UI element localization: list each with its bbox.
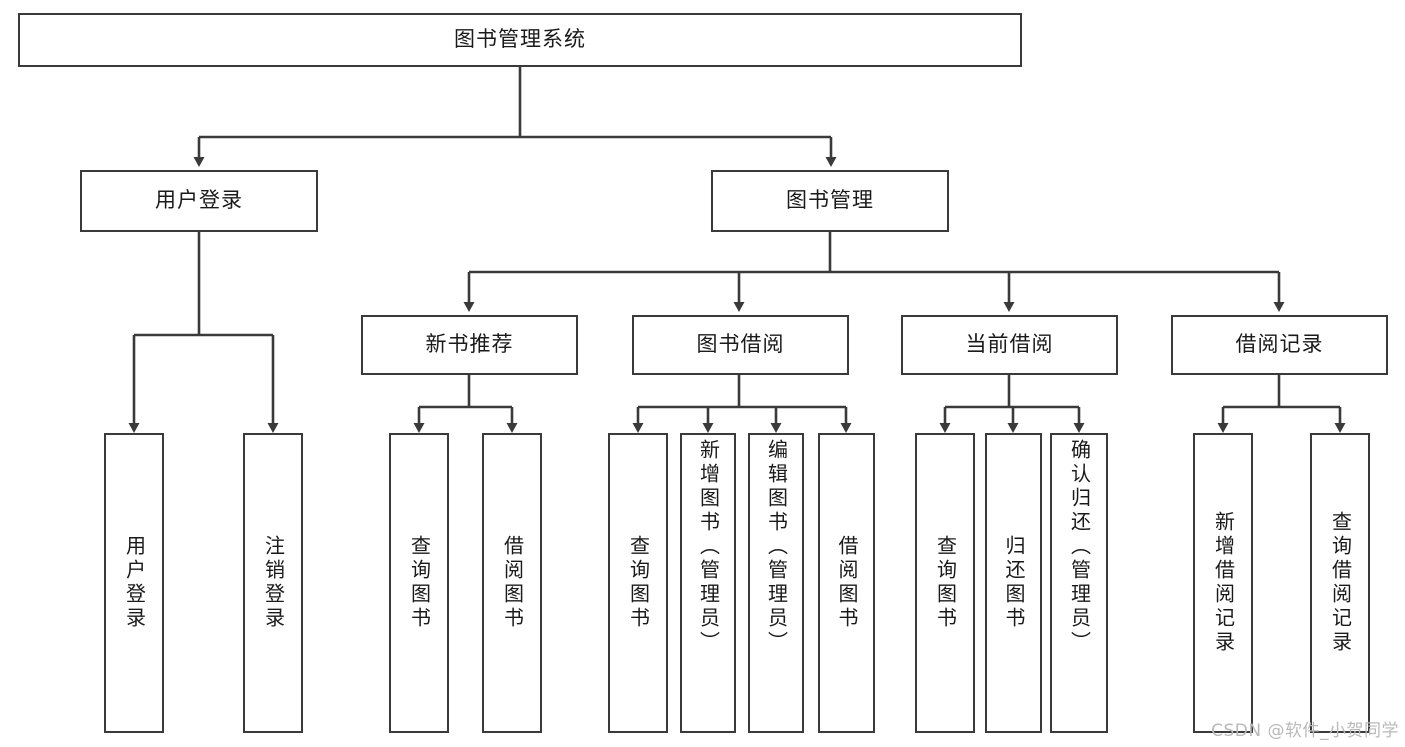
node-label: 注销登录 (261, 535, 286, 631)
node-book-management[interactable]: 图书管理 (711, 170, 949, 232)
node-label: 图书借阅 (696, 332, 785, 357)
leaf-book-borrow-edit[interactable]: 编辑图书（管理员） (748, 433, 804, 733)
leaf-new-book-query[interactable]: 查询图书 (389, 433, 449, 733)
node-label: 用户登录 (122, 535, 147, 631)
leaf-current-borrow-confirm-return[interactable]: 确认归还（管理员） (1050, 433, 1108, 733)
node-label: 新增借阅记录 (1211, 511, 1236, 655)
node-label: 当前借阅 (965, 332, 1054, 357)
leaf-book-borrow-add[interactable]: 新增图书（管理员） (680, 433, 736, 733)
node-label: 借阅图书 (500, 535, 525, 631)
node-user-login[interactable]: 用户登录 (80, 170, 318, 232)
node-label: 图书管理 (786, 188, 874, 213)
node-label: 查询图书 (407, 535, 432, 631)
node-label: 查询图书 (933, 535, 958, 631)
node-new-book-recommend[interactable]: 新书推荐 (361, 315, 578, 375)
node-label: 归还图书 (1002, 535, 1026, 631)
leaf-user-login-logout[interactable]: 注销登录 (243, 433, 303, 733)
leaf-book-borrow-query[interactable]: 查询图书 (608, 433, 668, 733)
node-current-borrow[interactable]: 当前借阅 (901, 315, 1118, 375)
leaf-book-borrow-borrow[interactable]: 借阅图书 (818, 433, 875, 733)
node-label: 新增图书（管理员） (696, 439, 721, 655)
node-label: 用户登录 (155, 188, 243, 213)
leaf-new-book-borrow[interactable]: 借阅图书 (482, 433, 542, 733)
node-book-borrow[interactable]: 图书借阅 (632, 315, 849, 375)
node-label: 确认归还（管理员） (1067, 439, 1092, 655)
node-label: 借阅记录 (1235, 332, 1324, 357)
leaf-borrow-record-add[interactable]: 新增借阅记录 (1193, 433, 1253, 733)
node-root-system[interactable]: 图书管理系统 (18, 13, 1022, 67)
leaf-current-borrow-return[interactable]: 归还图书 (985, 433, 1042, 733)
node-label: 借阅图书 (835, 535, 859, 631)
leaf-user-login-login[interactable]: 用户登录 (104, 433, 164, 733)
node-label: 查询借阅记录 (1328, 511, 1353, 655)
leaf-current-borrow-query[interactable]: 查询图书 (915, 433, 975, 733)
node-label: 新书推荐 (425, 332, 514, 357)
node-label: 图书管理系统 (454, 27, 586, 52)
node-borrow-record[interactable]: 借阅记录 (1171, 315, 1388, 375)
node-label: 查询图书 (626, 535, 651, 631)
node-label: 编辑图书（管理员） (764, 439, 789, 655)
leaf-borrow-record-query[interactable]: 查询借阅记录 (1310, 433, 1370, 733)
